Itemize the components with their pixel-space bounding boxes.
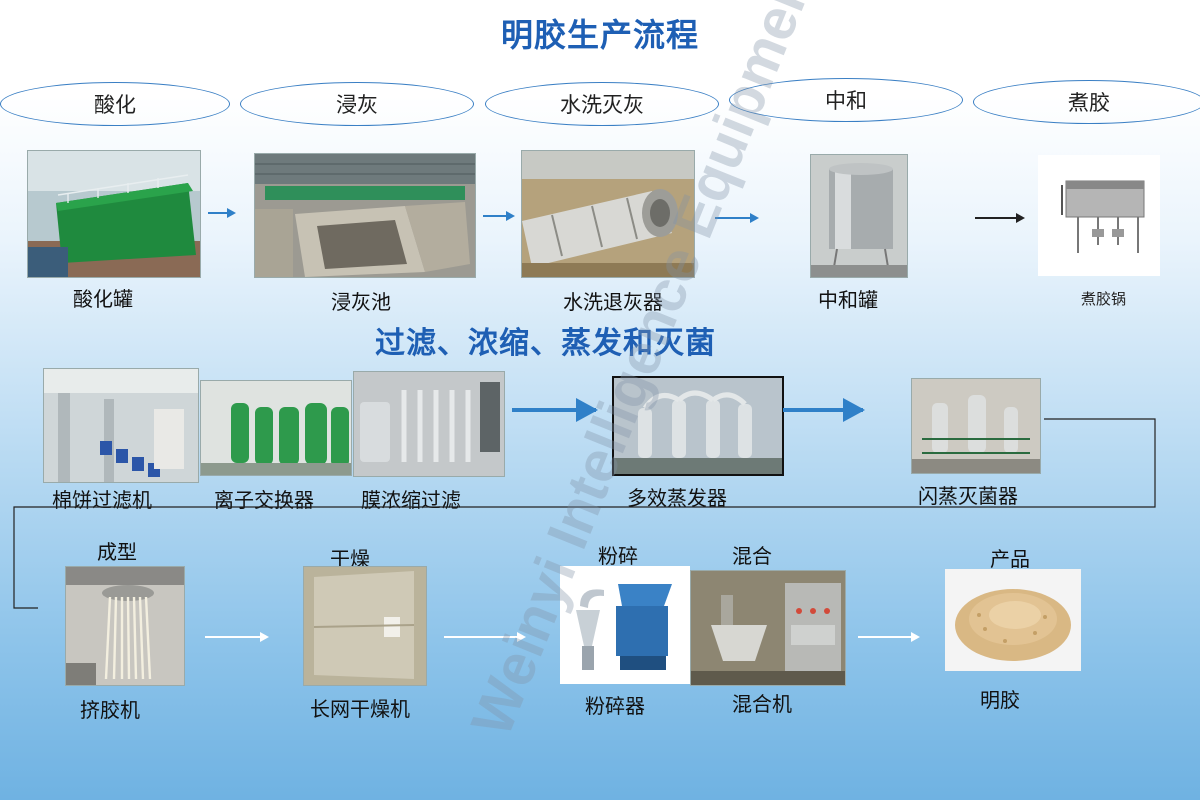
stage-oval-boil: 煮胶 (973, 80, 1200, 124)
neutralize-tank-image (811, 155, 907, 277)
label-belt-dryer: 长网干燥机 (310, 697, 410, 721)
label-neutralize-tank: 中和罐 (818, 288, 878, 312)
belt-dryer-photo (303, 566, 427, 686)
flow-arrow (208, 212, 234, 214)
crusher-image (576, 584, 672, 670)
step-forming: 成型 (97, 540, 137, 564)
flow-arrow (483, 215, 513, 217)
label-liming-pool: 浸灰池 (331, 290, 391, 314)
flash-sterilizer-image (912, 379, 1040, 473)
flow-arrow (444, 636, 524, 638)
stage-oval-washing: 水洗灭灰 (485, 82, 719, 126)
liming-pool-image (255, 154, 475, 277)
acid-tank-photo (27, 150, 201, 278)
washing-drum-image (522, 151, 694, 277)
cotton-filter-photo (43, 368, 199, 483)
liming-pool-photo (254, 153, 476, 278)
flow-arrow (205, 636, 267, 638)
mixer-image (691, 571, 845, 685)
ion-exchanger-photo (200, 380, 352, 476)
extruder-photo (65, 566, 185, 686)
label-acid-tank: 酸化罐 (73, 287, 133, 311)
acid-tank-image (28, 151, 200, 277)
gelatin-product-image (955, 589, 1071, 661)
flow-arrow (975, 217, 1023, 219)
multi-effect-evaporator-image (614, 378, 782, 474)
stage-label: 水洗灭灰 (560, 93, 644, 117)
label-gelatin: 明胶 (980, 688, 1020, 712)
ion-exchanger-image (201, 381, 351, 475)
stage-label: 煮胶 (1068, 91, 1110, 115)
label-flash-sterilizer: 闪蒸灭菌器 (918, 484, 1018, 508)
washing-drum-photo (521, 150, 695, 278)
boiling-pot-image (1061, 180, 1145, 253)
step-crushing: 粉碎 (598, 544, 638, 568)
gelatin-product-photo (945, 569, 1081, 671)
mixer-photo (690, 570, 846, 686)
step-product: 产品 (990, 547, 1030, 571)
crusher-photo (560, 566, 690, 684)
page-title: 明胶生产流程 (500, 16, 699, 54)
stage-oval-neutralize: 中和 (729, 78, 963, 122)
label-washing-drum: 水洗退灰器 (563, 290, 663, 314)
membrane-concentrator-photo (353, 371, 505, 477)
label-extruder: 挤胶机 (80, 698, 140, 722)
membrane-concentrator-image (354, 372, 504, 476)
label-mixer: 混合机 (732, 692, 792, 716)
stage-label: 酸化 (94, 93, 136, 117)
label-evaporator: 多效蒸发器 (627, 486, 727, 510)
label-crusher: 粉碎器 (585, 694, 645, 718)
flash-sterilizer-photo (911, 378, 1041, 474)
stage-label: 浸灰 (336, 93, 378, 117)
multi-effect-evaporator-photo (612, 376, 784, 476)
neutralize-tank-photo (810, 154, 908, 278)
label-cotton-filter: 棉饼过滤机 (52, 488, 152, 512)
step-mixing: 混合 (732, 544, 772, 568)
label-boiling-pot: 煮胶锅 (1081, 290, 1127, 308)
belt-dryer-image (304, 567, 426, 685)
flow-arrow (512, 408, 596, 412)
stage-label: 中和 (825, 89, 867, 113)
extruder-image (66, 567, 184, 685)
label-ion-exchanger: 离子交换器 (214, 488, 314, 512)
cotton-filter-image (44, 369, 198, 482)
label-membrane-concentrator: 膜浓缩过滤 (361, 488, 461, 512)
stage-oval-acidify: 酸化 (0, 82, 230, 126)
stage-oval-liming: 浸灰 (240, 82, 474, 126)
flow-arrow (715, 217, 757, 219)
flow-arrow (858, 636, 918, 638)
row-connector-line (13, 418, 1156, 609)
flow-arrow (783, 408, 863, 412)
section-subtitle: 过滤、浓缩、蒸发和灭菌 (375, 326, 716, 361)
boiling-pot-photo (1038, 155, 1160, 276)
